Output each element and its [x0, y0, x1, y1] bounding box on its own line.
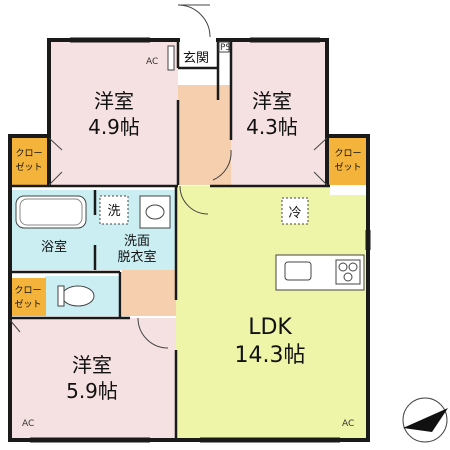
- closet-a-fill: [10, 136, 49, 185]
- closet-c-label-2: ゼット: [14, 298, 41, 310]
- closet-b-label-2: ゼット: [334, 161, 361, 173]
- inner-walls: [10, 40, 330, 440]
- ps-label: PS: [220, 43, 231, 53]
- closet-b-fill: [329, 136, 367, 185]
- kitchen-sink: [284, 261, 312, 281]
- closet-a-label-1: クロー: [15, 148, 42, 159]
- washbasin-bowl: [145, 204, 165, 220]
- washer-label: 洗: [107, 204, 120, 219]
- ps-box: [218, 41, 230, 53]
- room-western-b-name: 洋室: [252, 89, 292, 113]
- washroom-label-2: 脱衣室: [117, 249, 156, 265]
- burner-icon: [343, 272, 353, 282]
- closet-c-fill: [10, 278, 46, 316]
- room-ldk-size: 14.3帖: [235, 343, 306, 368]
- room-western-c-name: 洋室: [72, 353, 112, 377]
- washer-space: [99, 195, 129, 225]
- room-western-b-size: 4.3帖: [246, 115, 298, 139]
- room-western-b-fill: [231, 40, 327, 185]
- ldk-fill: [176, 186, 368, 440]
- ac-label-c: AC: [22, 419, 34, 429]
- bathtub: [15, 195, 87, 229]
- bathtub-inner: [19, 198, 83, 226]
- closet-b-label-1: クロー: [334, 148, 361, 159]
- room-western-a-fill: [49, 40, 178, 185]
- hallway-fill: [178, 85, 231, 185]
- toilet-bowl: [61, 285, 95, 307]
- room-western-c-fill: [10, 318, 176, 440]
- closet-a-label-2: ゼット: [15, 161, 42, 173]
- bath-label: 浴室: [41, 239, 67, 255]
- closet-c-label-1: クロー: [14, 285, 41, 296]
- hallway-lower-fill: [122, 270, 176, 316]
- stove: [335, 259, 361, 285]
- room-western-a-name: 洋室: [94, 89, 134, 113]
- door-swings: [9, 4, 328, 349]
- ac-label-a: AC: [146, 57, 158, 67]
- fridge-space: [281, 197, 309, 225]
- entrance-label: 玄関: [183, 51, 209, 66]
- ac-label-ldk: AC: [342, 419, 354, 429]
- toilet-tank: [57, 285, 65, 307]
- burner-icon: [338, 262, 348, 272]
- room-western-a-size: 4.9帖: [88, 115, 140, 139]
- room-western-c-size: 5.9帖: [66, 379, 118, 403]
- fridge-label: 冷: [288, 206, 301, 221]
- windows: [30, 37, 371, 443]
- ac-unit: [167, 45, 175, 71]
- washroom-label-1: 洗面: [124, 234, 150, 249]
- washbasin: [139, 195, 171, 229]
- burner-icon: [348, 262, 358, 272]
- entrance-fill: [178, 45, 218, 85]
- north-arrow-icon: [402, 397, 448, 443]
- room-ldk-name: LDK: [248, 315, 292, 340]
